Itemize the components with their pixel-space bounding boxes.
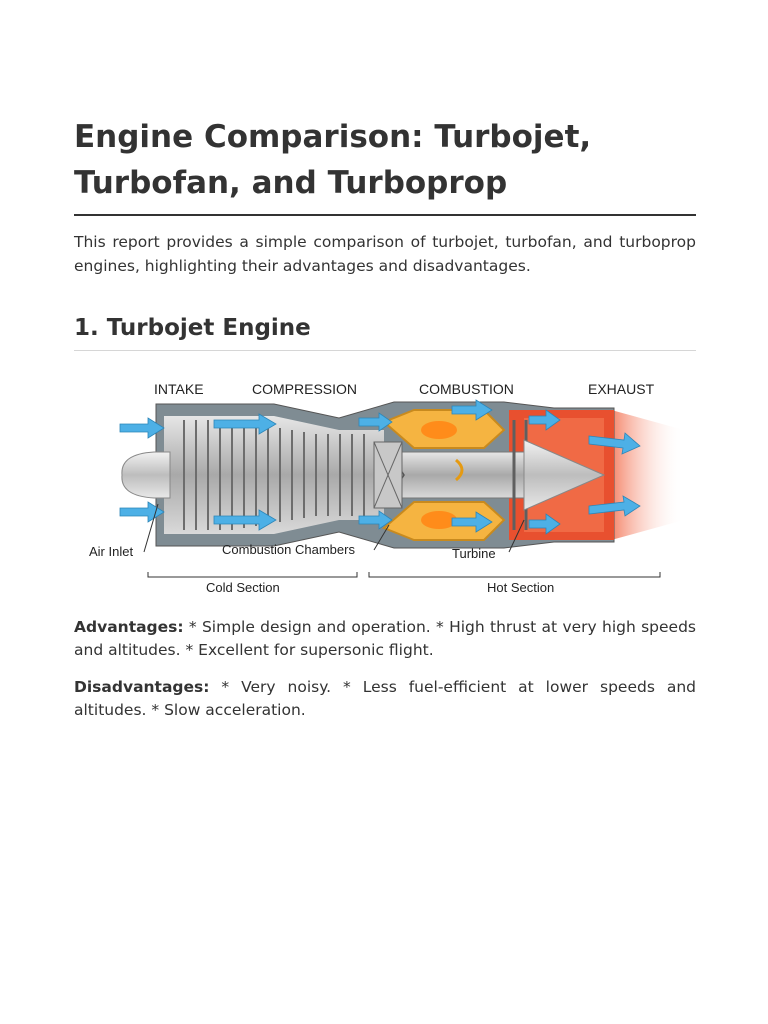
leader-air-inlet	[143, 503, 159, 553]
label-compression: COMPRESSION	[252, 381, 357, 397]
label-hot-section: Hot Section	[487, 580, 554, 595]
title-divider	[74, 214, 696, 216]
disadvantages-text: * Very noisy. * Less fuel-efficient at l…	[74, 678, 696, 719]
section-divider	[74, 350, 696, 351]
compressor-blades	[183, 420, 365, 530]
nose-cone	[121, 451, 171, 499]
hot-section-bracket	[368, 572, 661, 578]
leader-combustion-chambers	[373, 524, 390, 551]
label-air-inlet: Air Inlet	[89, 544, 133, 559]
label-intake: INTAKE	[154, 381, 204, 397]
label-exhaust: EXHAUST	[588, 381, 655, 397]
section-heading-turbojet: 1. Turbojet Engine	[74, 315, 311, 341]
rotation-arrow	[454, 458, 464, 482]
disadvantages-label: Disadvantages:	[74, 678, 210, 696]
label-cold-section: Cold Section	[206, 580, 280, 595]
advantages-paragraph: Advantages: * Simple design and operatio…	[74, 616, 696, 662]
label-combustion-chambers: Combustion Chambers	[222, 542, 355, 557]
turbojet-diagram: INTAKE COMPRESSION COMBUSTION EXHAUST Ai…	[89, 381, 684, 595]
disadvantages-paragraph: Disadvantages: * Very noisy. * Less fuel…	[74, 676, 696, 722]
exhaust-cone	[523, 439, 606, 511]
advantages-label: Advantages:	[74, 618, 184, 636]
airflow-arrows	[119, 399, 641, 535]
label-turbine: Turbine	[452, 546, 496, 561]
label-combustion: COMBUSTION	[419, 381, 514, 397]
intro-paragraph: This report provides a simple comparison…	[74, 233, 696, 275]
page-title: Engine Comparison: Turbojet, Turbofan, a…	[74, 119, 592, 201]
advantages-text: * Simple design and operation. * High th…	[74, 618, 696, 659]
cold-section-bracket	[147, 572, 358, 578]
leader-turbine	[508, 519, 525, 553]
exhaust-plume	[604, 408, 684, 542]
